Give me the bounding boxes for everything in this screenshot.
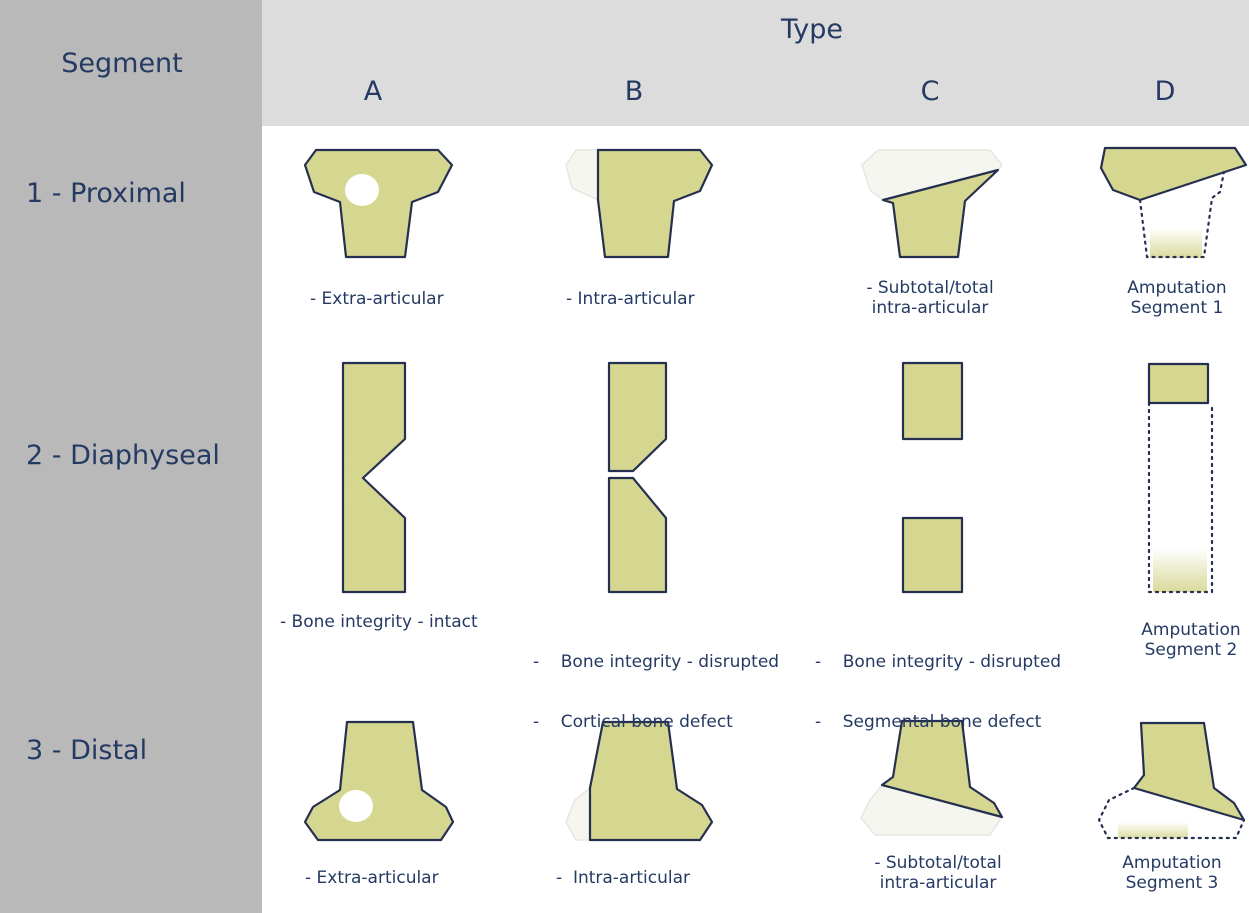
caption-line: - Subtotal/total: [866, 278, 993, 298]
caption-diaphyseal-c: - Bone integrity - disrupted - Segmental…: [815, 612, 1061, 752]
caption-line: Segment 3: [1122, 873, 1221, 893]
diagram-diaphyseal-d: [1149, 364, 1212, 592]
defect-hole: [345, 174, 379, 206]
diagram-diaphyseal-a: [343, 363, 405, 592]
caption-diaphyseal-b: - Bone integrity - disrupted - Cortical …: [533, 612, 779, 752]
caption-line: Amputation: [1122, 853, 1221, 873]
diagram-proximal-c: [862, 150, 1002, 257]
diagram-distal-a: [305, 722, 453, 840]
caption-line: Amputation: [1141, 620, 1240, 640]
caption-distal-b: - Intra-articular: [556, 868, 690, 888]
caption-diaphyseal-a: - Bone integrity - intact: [280, 612, 478, 632]
caption-line: - Segmental bone defect: [815, 712, 1061, 732]
caption-proximal-d: Amputation Segment 1: [1127, 278, 1226, 318]
caption-line: - Bone integrity - disrupted: [815, 652, 1061, 672]
caption-distal-a: - Extra-articular: [305, 868, 439, 888]
caption-proximal-b: - Intra-articular: [566, 289, 695, 309]
caption-line: Amputation: [1127, 278, 1226, 298]
caption-proximal-c: - Subtotal/total intra-articular: [866, 278, 993, 318]
diagram-proximal-b: [566, 150, 712, 257]
caption-line: - Bone integrity - disrupted: [533, 652, 779, 672]
caption-distal-c: - Subtotal/total intra-articular: [874, 853, 1001, 893]
diagram-diaphyseal-c: [903, 363, 962, 592]
diagram-distal-d: [1099, 723, 1244, 838]
defect-hole: [339, 790, 373, 822]
caption-line: Segment 1: [1127, 298, 1226, 318]
diagram-proximal-a: [305, 150, 452, 257]
caption-line: - Cortical bone defect: [533, 712, 779, 732]
caption-diaphyseal-d: Amputation Segment 2: [1141, 620, 1240, 660]
caption-line: Segment 2: [1141, 640, 1240, 660]
caption-line: intra-articular: [874, 873, 1001, 893]
caption-line: - Subtotal/total: [874, 853, 1001, 873]
caption-distal-d: Amputation Segment 3: [1122, 853, 1221, 893]
diagram-diaphyseal-b: [609, 363, 666, 592]
caption-proximal-a: - Extra-articular: [310, 289, 444, 309]
diagram-proximal-d: [1101, 148, 1246, 258]
caption-line: intra-articular: [866, 298, 993, 318]
